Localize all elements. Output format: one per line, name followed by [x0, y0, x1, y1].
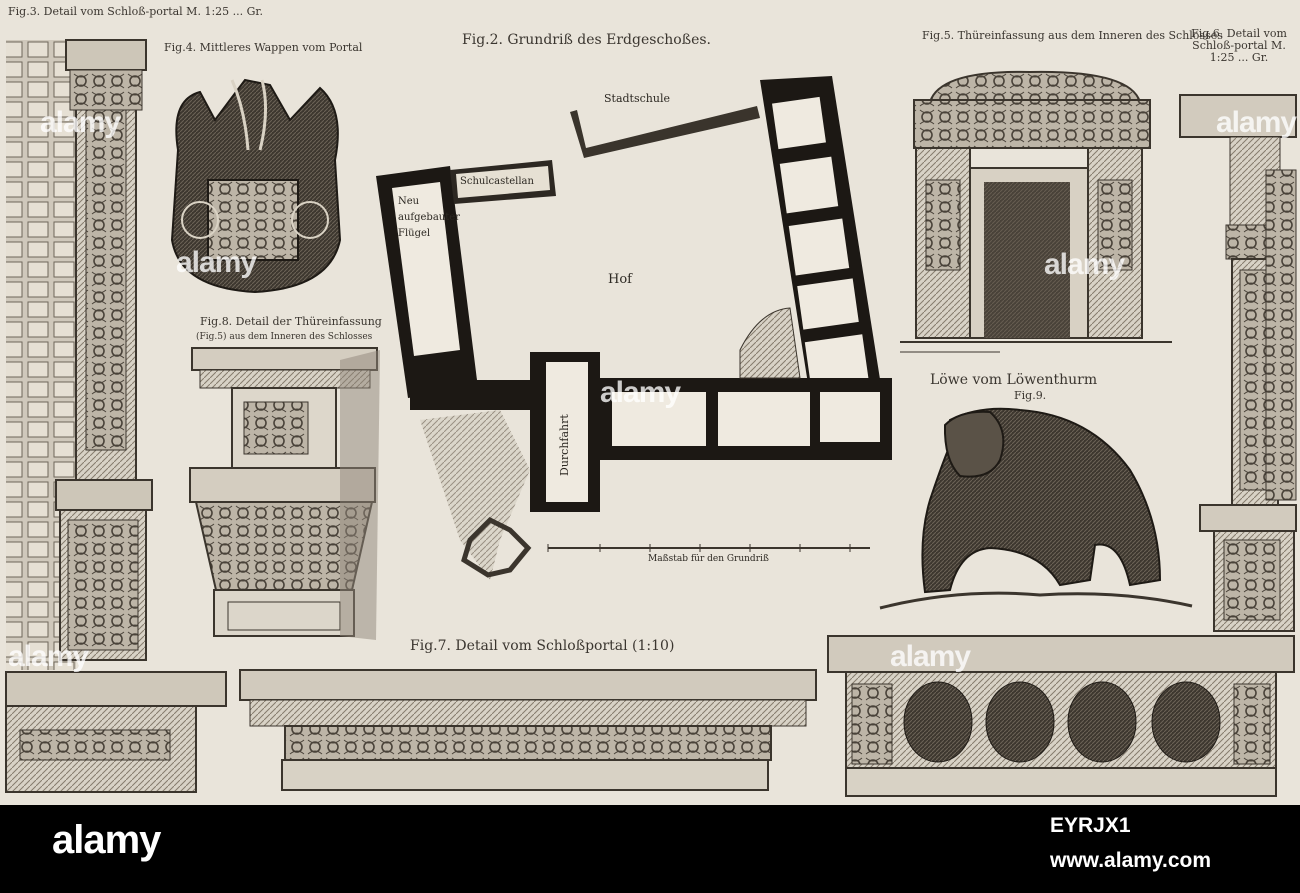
engraving-plate: Fig.3. Detail vom Schloß-portal M. 1:25 …	[0, 0, 1300, 805]
plan-label-schulcastellan: Schulcastellan	[460, 176, 534, 187]
fig9-lion-sculpture-drawing	[879, 407, 1193, 610]
watermark: alamy	[600, 376, 681, 409]
plan-label-durchfahrt: Durchfahrt	[558, 414, 571, 476]
stock-footer-bar	[0, 805, 1300, 893]
fig5-doorway-drawing	[900, 70, 1172, 353]
plan-label-neu-wing: Neu aufgebauter Flügel	[398, 196, 460, 239]
watermark: alamy	[8, 640, 89, 673]
plate-artwork	[5, 39, 1297, 797]
fig6-caption: Fig.6. Detail vom Schloß-portal M. 1:25 …	[1191, 27, 1287, 64]
fig2-caption: Fig.2. Grundriß des Erdgeschoßes.	[462, 32, 711, 48]
fig3-pilaster-drawing	[5, 39, 227, 793]
portrait-frieze-drawing	[827, 635, 1295, 797]
fig7-lintel-drawing	[239, 669, 817, 791]
alamy-logo: alamy	[52, 818, 161, 862]
image-id: EYRJX1	[1050, 814, 1131, 837]
fig3-caption: Fig.3. Detail vom Schloß-portal M. 1:25 …	[8, 5, 263, 18]
fig8-subcaption: (Fig.5) aus dem Inneren des Schlosses	[196, 332, 373, 342]
plan-label-stadtschule: Stadtschule	[604, 92, 670, 105]
fig6-pilaster-drawing	[1179, 94, 1297, 632]
fig8-caption: Fig.8. Detail der Thüreinfassung	[200, 315, 382, 328]
site-url: www.alamy.com	[1050, 849, 1212, 872]
fig4-caption: Fig.4. Mittleres Wappen vom Portal	[164, 41, 363, 54]
fig9-caption: Löwe vom Löwenthurm	[930, 372, 1098, 388]
fig4-coat-of-arms-drawing	[170, 78, 342, 294]
fig7-caption: Fig.7. Detail vom Schloßportal (1:10)	[410, 638, 675, 654]
watermark: alamy	[890, 640, 971, 673]
fig9-number: Fig.9.	[1014, 389, 1047, 402]
watermark: alamy	[176, 246, 257, 279]
watermark: alamy	[1216, 106, 1297, 139]
watermark: alamy	[40, 106, 121, 139]
watermark: alamy	[1044, 248, 1125, 281]
plan-label-scale: Maßstab für den Grundriß	[648, 554, 769, 564]
plan-label-hof: Hof	[608, 272, 632, 287]
fig2-floor-plan-drawing	[376, 76, 892, 580]
fig5-caption: Fig.5. Thüreinfassung aus dem Inneren de…	[922, 29, 1223, 42]
fig8-door-frame-detail-drawing	[189, 347, 380, 640]
